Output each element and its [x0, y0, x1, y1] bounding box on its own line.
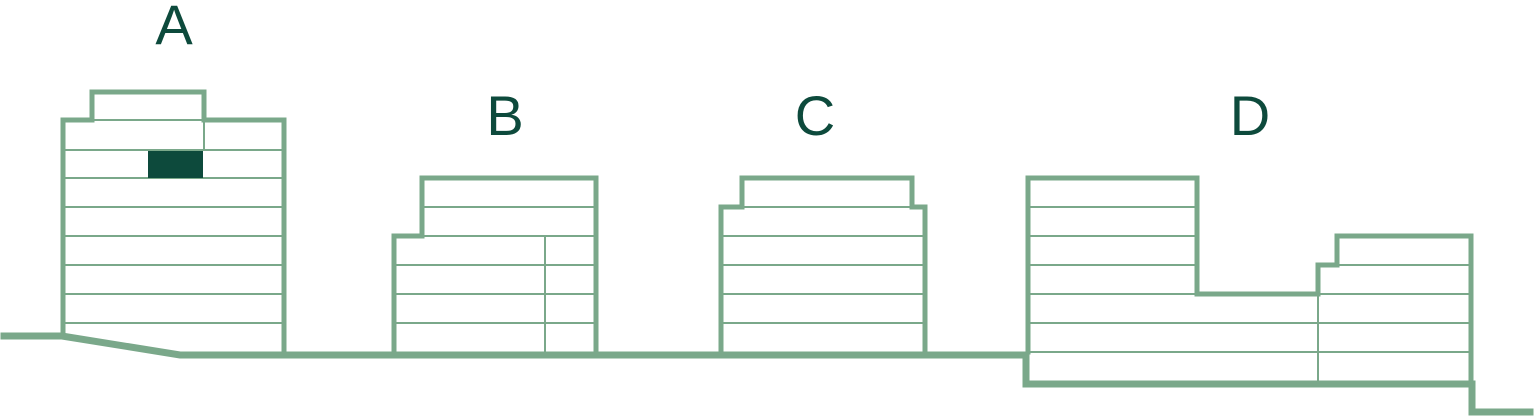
building-label-d: D	[1230, 84, 1270, 147]
building-c[interactable]: C	[718, 84, 928, 355]
building-a[interactable]: A	[60, 0, 287, 355]
building-d-floor-lines	[1028, 206, 1471, 382]
building-label-a: A	[155, 0, 193, 56]
highlighted-unit[interactable]	[148, 151, 203, 178]
ground-line	[0, 332, 1534, 416]
building-b[interactable]: B	[391, 84, 599, 355]
building-d[interactable]: D	[1025, 84, 1474, 385]
building-c-outline	[718, 175, 928, 355]
building-b-floor-lines	[394, 206, 596, 352]
building-a-floor-lines	[63, 119, 284, 324]
building-c-floor-lines	[721, 206, 925, 324]
building-label-b: B	[486, 84, 523, 147]
building-label-c: C	[795, 84, 835, 147]
building-d-outline	[1025, 175, 1474, 385]
building-a-outline	[60, 89, 287, 355]
